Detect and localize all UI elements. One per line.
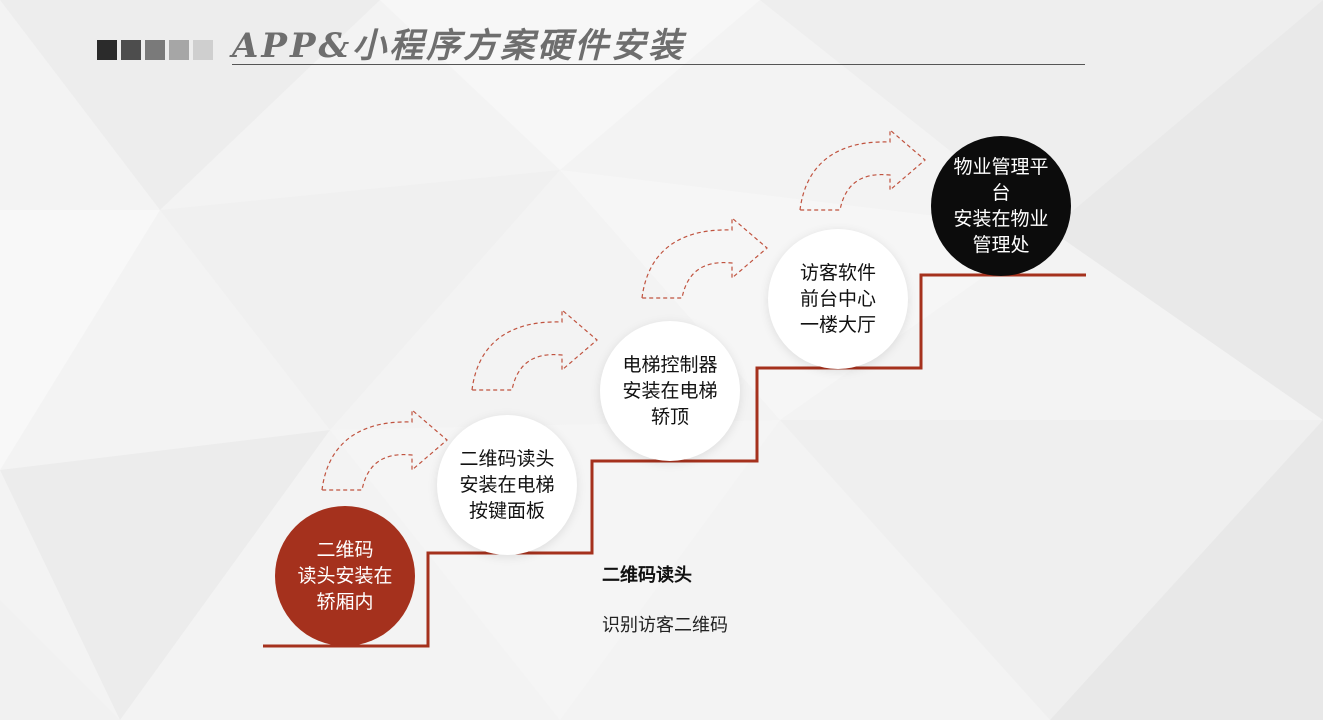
curved-arrow-1	[321, 409, 448, 491]
header-squares	[97, 40, 213, 60]
curved-arrow-2	[471, 309, 598, 391]
description-text: 识别访客二维码	[602, 615, 728, 636]
curved-arrow-3	[641, 217, 768, 299]
header-square-4	[169, 40, 189, 60]
page-title: APP&小程序方案硬件安装	[232, 26, 686, 66]
curved-arrow-4	[799, 129, 926, 211]
step-label-3: 电梯控制器 安装在电梯 轿顶	[622, 354, 718, 428]
step-circle-5: 物业管理平 台 安装在物业 管理处	[931, 136, 1071, 276]
header-square-3	[145, 40, 165, 60]
step-circle-3: 电梯控制器 安装在电梯 轿顶	[600, 321, 740, 461]
title-divider	[232, 64, 1085, 65]
step-circle-2: 二维码读头 安装在电梯 按键面板	[437, 415, 577, 555]
step-circle-1: 二维码 读头安装在 轿厢内	[275, 506, 415, 646]
step-label-4: 访客软件 前台中心 一楼大厅	[799, 262, 876, 336]
header-square-1	[97, 40, 117, 60]
description-title: 二维码读头	[602, 565, 692, 586]
header-square-2	[121, 40, 141, 60]
step-label-1: 二维码 读头安装在 轿厢内	[297, 539, 393, 613]
step-label-2: 二维码读头 安装在电梯 按键面板	[459, 448, 555, 522]
header-square-5	[193, 40, 213, 60]
step-circle-4: 访客软件 前台中心 一楼大厅	[768, 229, 908, 369]
stair-line	[263, 273, 1086, 648]
step-label-5: 物业管理平 台 安装在物业 管理处	[953, 156, 1049, 256]
